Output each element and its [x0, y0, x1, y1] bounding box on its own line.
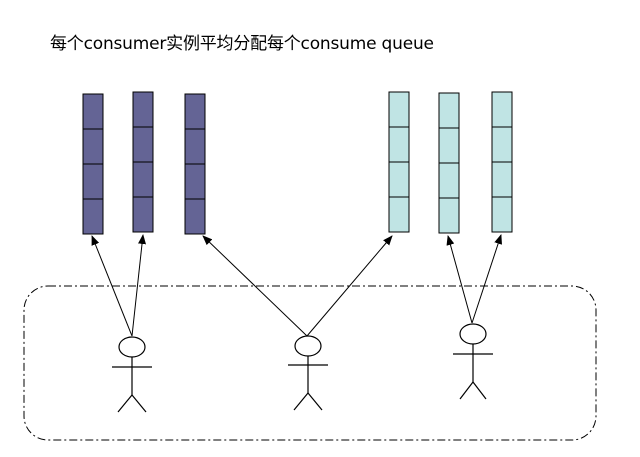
queue	[82, 93, 104, 235]
consumer-leg-right	[131, 394, 147, 413]
queue-cell	[438, 127, 460, 164]
diagram-title: 每个consumer实例平均分配每个consume queue	[50, 34, 434, 54]
consumer-head	[118, 336, 146, 358]
consumer-leg-left	[459, 381, 474, 400]
consumer-leg-right	[472, 381, 487, 400]
arrow	[306, 235, 393, 337]
queue-cell	[132, 196, 154, 233]
queue	[438, 92, 460, 234]
queue-cell	[388, 161, 410, 198]
consumer-head	[459, 323, 487, 345]
arrow	[91, 235, 133, 337]
queue-cell	[491, 161, 513, 198]
queue	[491, 91, 513, 233]
consumer-leg-right	[307, 392, 323, 411]
queue-cell	[184, 198, 206, 235]
consumer-figure	[112, 336, 152, 413]
queue-cell	[184, 128, 206, 165]
consumer-leg-left	[117, 394, 133, 413]
consumer-figure	[453, 323, 493, 400]
queue-cell	[132, 161, 154, 198]
arrow	[471, 234, 502, 324]
queue-cell	[388, 126, 410, 163]
consumer-head	[294, 335, 322, 357]
arrow	[202, 235, 308, 337]
queue-cell	[438, 197, 460, 234]
queue-cell	[438, 162, 460, 199]
arrow	[131, 234, 147, 337]
queue	[132, 91, 154, 233]
queue-cell	[438, 92, 460, 129]
queue	[388, 91, 410, 233]
consumer-figure	[288, 335, 328, 411]
queue-cell	[491, 196, 513, 233]
queue-cell	[491, 126, 513, 163]
queue-cell	[82, 198, 104, 235]
queue-cell	[388, 91, 410, 128]
consumer-group-boundary	[23, 285, 597, 441]
queue	[184, 93, 206, 235]
queue-cell	[491, 91, 513, 128]
consumer-leg-left	[293, 392, 309, 411]
queue-cell	[132, 91, 154, 128]
queue-cell	[132, 126, 154, 163]
queue-cell	[82, 93, 104, 130]
arrow	[446, 235, 473, 324]
queue-cell	[184, 163, 206, 200]
queue-cell	[388, 196, 410, 233]
arrows	[91, 234, 502, 337]
queue-cell	[82, 163, 104, 200]
queue-cell	[184, 93, 206, 130]
queue-cell	[82, 128, 104, 165]
